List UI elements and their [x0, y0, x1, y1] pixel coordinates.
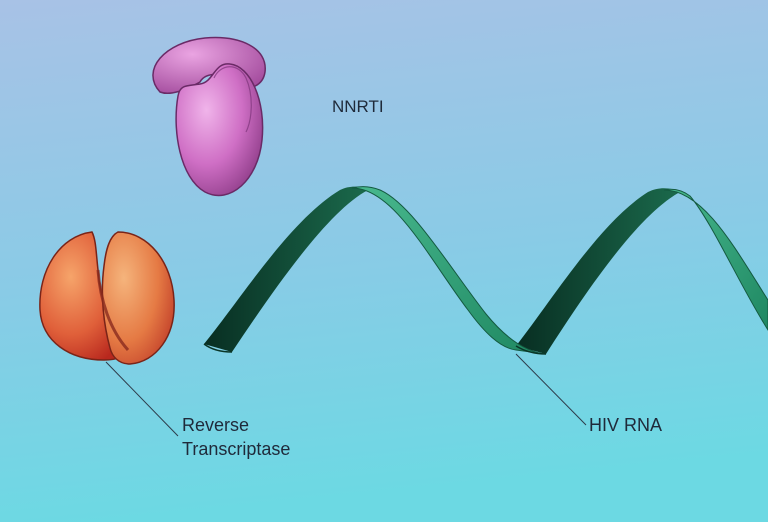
rt-leader-line: [105, 361, 179, 437]
rna-dark-segment: [204, 186, 368, 352]
hiv-rna-label: HIV RNA: [589, 415, 663, 435]
rna-light-segment: [351, 186, 547, 355]
reverse-transcriptase: [39, 231, 175, 365]
hiv-rna-ribbon: [203, 186, 768, 355]
rna-light-segment: [663, 188, 768, 331]
nnrti-fold: [213, 66, 252, 133]
nnrti-label: NNRTI: [332, 97, 384, 116]
rna-dark-segment: [516, 188, 680, 354]
rna-edge: [515, 345, 547, 355]
hiv-rna-leader-line: [515, 353, 587, 426]
reverse-transcriptase-label: Reverse Transcriptase: [182, 413, 290, 461]
reverse-transcriptase-label-line2: Transcriptase: [182, 439, 291, 459]
reverse-transcriptase-label-line1: Reverse: [182, 415, 250, 435]
rna-edge: [203, 343, 233, 353]
nnrti-molecule: [152, 36, 266, 197]
rt-cleft-shadow: [96, 269, 130, 352]
nnrti-body: [175, 63, 264, 197]
rt-right-lobe: [101, 231, 175, 365]
